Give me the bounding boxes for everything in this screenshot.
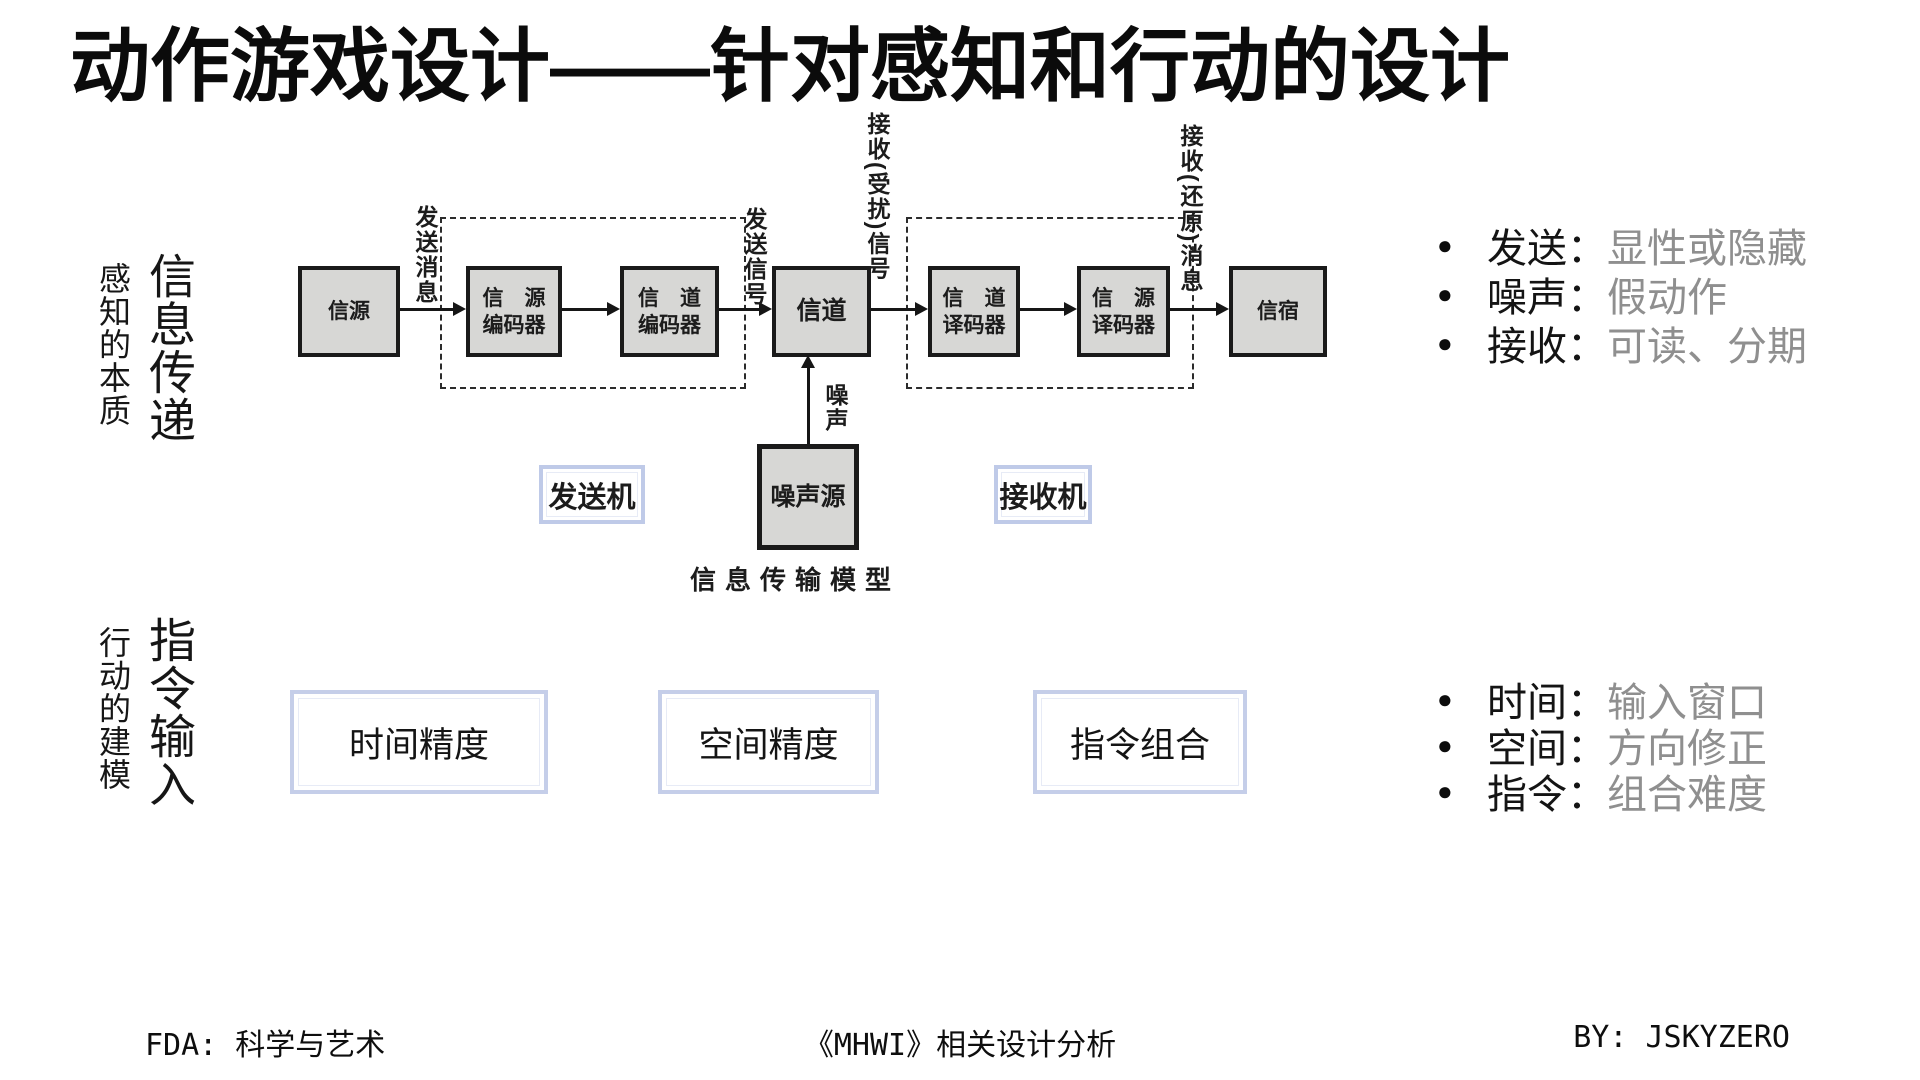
box-source: 信源 xyxy=(298,266,400,357)
bullet-icon: ● xyxy=(1437,327,1453,358)
bullet-icon: ● xyxy=(1437,730,1453,760)
flow-arrow-3-icon xyxy=(719,302,772,316)
bullet-value: 显性或隐藏 xyxy=(1607,226,1807,271)
bullet-label: 空间： xyxy=(1487,727,1607,771)
dashed-transmitter-group xyxy=(440,217,746,389)
bullet-label: 噪声： xyxy=(1487,275,1607,320)
noise-arrow-head-icon xyxy=(801,355,815,368)
label-send-signal: 发送信号 xyxy=(741,207,767,307)
box-channel-encoder: 信 道 编码器 xyxy=(620,266,719,357)
diagram-caption: 信息传输模型 xyxy=(689,565,900,595)
bullet-icon: ● xyxy=(1437,684,1453,714)
flow-arrow-4-icon xyxy=(871,302,928,316)
action-bullet-list: ● 时间： 输入窗口 ● 空间： 方向修正 ● 指令： 组合难度 xyxy=(1437,676,1767,817)
perception-bullet-list: ● 发送： 显性或隐藏 ● 噪声： 假动作 ● 接收： 可读、分期 xyxy=(1437,220,1807,369)
box-channel: 信道 xyxy=(772,266,871,357)
side-label-perception-sub: 感知的本质 xyxy=(95,262,131,427)
information-transmission-diagram: 信源 信 源 编码器 信 道 编码器 信道 信 道 译码器 信 源 译码器 信宿… xyxy=(240,110,1410,610)
bullet-value: 假动作 xyxy=(1607,275,1727,320)
footer-right: BY: JSKYZERO xyxy=(1573,1020,1790,1055)
bullet-value: 可读、分期 xyxy=(1607,324,1807,369)
bullet-item: ● 指令： 组合难度 xyxy=(1437,768,1767,817)
dashed-receiver-group xyxy=(906,217,1194,389)
box-destination: 信宿 xyxy=(1229,266,1327,357)
flow-arrow-6-icon xyxy=(1170,302,1229,316)
box-channel-decoder: 信 道 译码器 xyxy=(928,266,1020,357)
label-noise: 噪声 xyxy=(822,383,848,433)
side-label-action-main: 指令输入 xyxy=(142,616,195,808)
flow-arrow-1-icon xyxy=(400,302,466,316)
noise-arrow-line-icon xyxy=(807,367,810,444)
label-receive-restored-message: 接收(还原)消息 xyxy=(1177,124,1203,294)
label-receive-disturbed-signal: 接收(受扰)信号 xyxy=(864,112,890,282)
bullet-label: 接收： xyxy=(1487,324,1607,369)
bullet-value: 方向修正 xyxy=(1607,727,1767,771)
flow-arrow-2-icon xyxy=(562,302,620,316)
bullet-value: 输入窗口 xyxy=(1607,681,1767,725)
bullet-item: ● 发送： 显性或隐藏 xyxy=(1437,220,1807,271)
side-label-action-sub: 行动的建模 xyxy=(95,626,131,791)
page-title: 动作游戏设计——针对感知和行动的设计 xyxy=(70,22,1510,111)
action-box-command: 指令组合 xyxy=(1033,690,1247,794)
bullet-value: 组合难度 xyxy=(1607,773,1767,817)
label-send-message: 发送消息 xyxy=(412,205,438,305)
bullet-item: ● 噪声： 假动作 xyxy=(1437,269,1807,320)
box-source-encoder: 信 源 编码器 xyxy=(466,266,562,357)
receiver-tag: 接收机 xyxy=(994,465,1092,524)
bullet-item: ● 空间： 方向修正 xyxy=(1437,722,1767,771)
bullet-label: 时间： xyxy=(1487,681,1607,725)
side-label-perception-main: 信息传递 xyxy=(142,252,195,444)
footer-left: FDA: 科学与艺术 xyxy=(145,1028,386,1063)
bullet-icon: ● xyxy=(1437,229,1453,260)
footer-center: 《MHWI》相关设计分析 xyxy=(803,1028,1117,1063)
action-box-timing: 时间精度 xyxy=(290,690,548,794)
transmitter-tag: 发送机 xyxy=(539,465,645,524)
flow-arrow-5-icon xyxy=(1020,302,1077,316)
box-source-decoder: 信 源 译码器 xyxy=(1077,266,1170,357)
bullet-icon: ● xyxy=(1437,278,1453,309)
bullet-label: 指令： xyxy=(1487,773,1607,817)
bullet-item: ● 时间： 输入窗口 xyxy=(1437,676,1767,725)
bullet-label: 发送： xyxy=(1487,226,1607,271)
box-noise-source: 噪声源 xyxy=(757,444,859,550)
bullet-icon: ● xyxy=(1437,776,1453,806)
bullet-item: ● 接收： 可读、分期 xyxy=(1437,318,1807,369)
action-box-spatial: 空间精度 xyxy=(658,690,879,794)
